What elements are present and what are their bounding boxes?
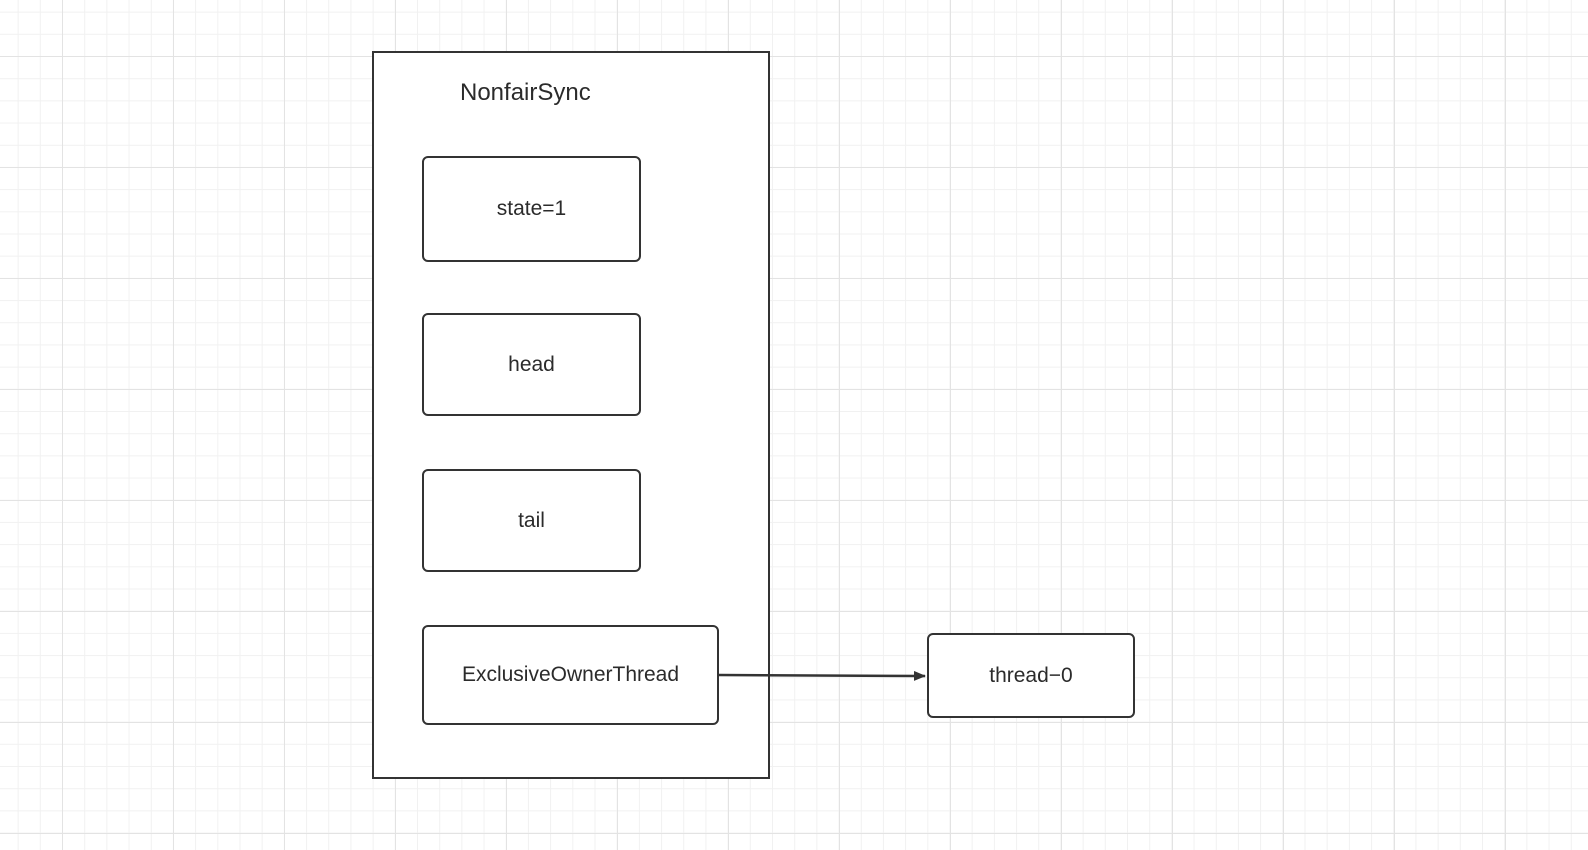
thread-0-label: thread−0: [989, 663, 1073, 687]
tail-node[interactable]: tail: [422, 469, 641, 572]
state-node[interactable]: state=1: [422, 156, 641, 262]
exclusive-owner-thread-node[interactable]: ExclusiveOwnerThread: [422, 625, 719, 725]
container-title: NonfairSync: [460, 79, 591, 106]
head-node-label: head: [508, 352, 555, 376]
head-node[interactable]: head: [422, 313, 641, 416]
tail-node-label: tail: [518, 508, 545, 532]
state-node-label: state=1: [496, 197, 567, 220]
thread-0-node[interactable]: thread−0: [927, 633, 1135, 718]
exclusive-owner-thread-label: ExclusiveOwnerThread: [461, 663, 680, 686]
